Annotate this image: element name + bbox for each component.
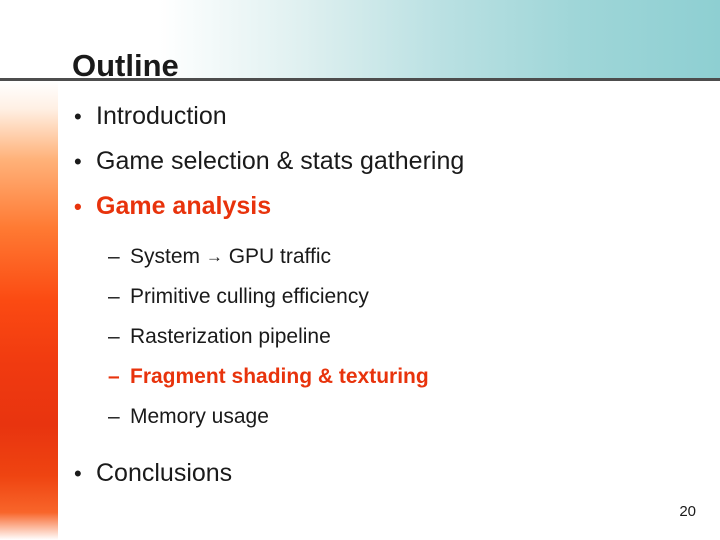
dash-glyph: – [108,285,120,308]
page-title: Outline [72,47,179,83]
sub-list-item-text-post: GPU traffic [222,245,331,268]
list-item-highlighted: • Game analysis [58,184,720,229]
dash-glyph: – [108,325,120,348]
outline-list-level1: • Introduction • Game selection & stats … [58,94,720,229]
list-item-label: Introduction [96,102,227,130]
list-item: • Conclusions [58,451,720,496]
sub-list-item-highlighted: – Fragment shading & texturing [58,357,720,397]
dash-glyph: – [108,365,120,388]
dash-glyph: – [108,245,120,268]
list-item-label: Game analysis [96,192,272,220]
header-divider [0,78,720,81]
sub-list-item-label: Rasterization pipeline [130,325,331,348]
sub-list-item-text-pre: System [130,245,206,268]
header-gradient-band [0,0,720,78]
list-item-label: Game selection & stats gathering [96,147,465,175]
sub-list-item-label: Primitive culling efficiency [130,285,369,308]
bullet-glyph: • [74,149,82,174]
bullet-glyph: • [74,461,82,486]
list-item: • Game selection & stats gathering [58,139,720,184]
page-number: 20 [679,503,696,520]
slide-content: • Introduction • Game selection & stats … [58,81,720,540]
sub-list-item-label: Memory usage [130,405,269,428]
sub-list-item-label: Fragment shading & texturing [130,365,429,388]
sub-list-item: – Rasterization pipeline [58,317,720,357]
list-item-label: Conclusions [96,459,233,487]
sub-list-item: – Memory usage [58,397,720,437]
bullet-glyph: • [74,194,82,219]
left-accent-bar [0,81,58,540]
right-arrow-icon: → [205,247,223,266]
sub-list-item: – System → GPU traffic [58,237,720,277]
bullet-glyph: • [74,104,82,129]
outline-list-closing: • Conclusions [58,451,720,496]
dash-glyph: – [108,405,120,428]
outline-list-level2: – System → GPU traffic – Primitive culli… [58,237,720,437]
list-item: • Introduction [58,94,720,139]
sub-list-item: – Primitive culling efficiency [58,277,720,317]
